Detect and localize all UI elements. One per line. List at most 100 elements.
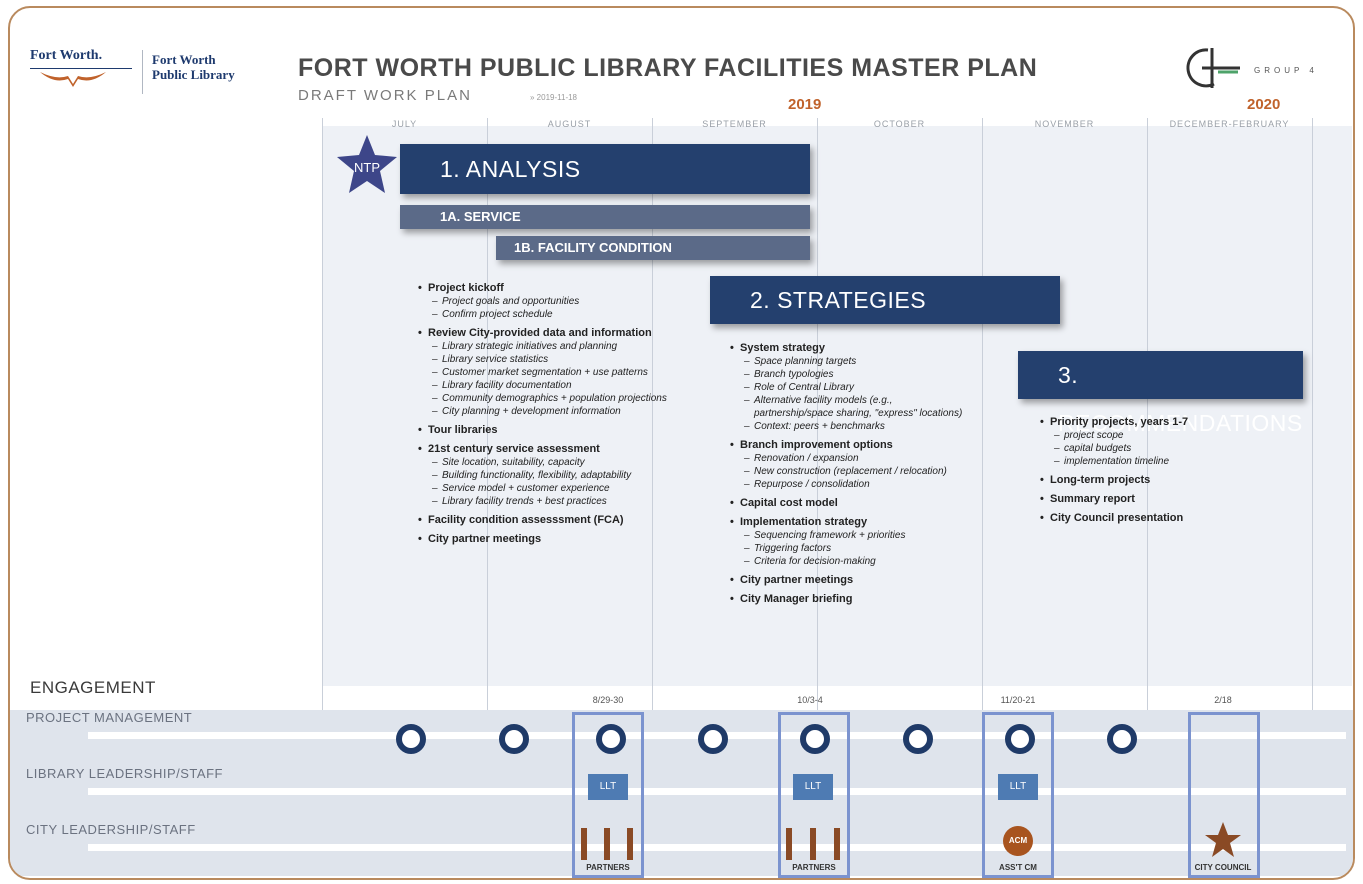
partner-bar	[834, 828, 840, 860]
pm-meeting-circle	[396, 724, 426, 754]
task-item: City partner meetings	[730, 573, 970, 587]
partner-bar	[810, 828, 816, 860]
phase-analysis-label: 1. ANALYSIS	[440, 156, 581, 182]
partner-bar	[604, 828, 610, 860]
page-title: FORT WORTH PUBLIC LIBRARY FACILITIES MAS…	[298, 54, 1038, 82]
task-item: City partner meetings	[418, 532, 673, 546]
subtask-item: Context: peers + benchmarks	[730, 420, 970, 433]
month-label: DECEMBER-FEBRUARY	[1169, 119, 1290, 129]
subtask-item: Alternative facility models (e.g., partn…	[730, 394, 970, 420]
left-pane	[10, 126, 322, 686]
fort-worth-logo: Fort Worth.	[30, 48, 132, 69]
month-label: AUGUST	[547, 119, 592, 129]
subtask-item: Project goals and opportunities	[418, 295, 673, 308]
subtask-item: Library facility documentation	[418, 379, 673, 392]
subtask-item: capital budgets	[1040, 442, 1280, 455]
lane-label-city-leadership: CITY LEADERSHIP/STAFF	[26, 822, 196, 837]
subtask-item: City planning + development information	[418, 405, 673, 418]
task-item: Implementation strategy	[730, 515, 970, 529]
phase-service-bar: 1A. SERVICE	[400, 205, 810, 229]
task-item: City Council presentation	[1040, 511, 1280, 525]
phase-strategies-label: 2. STRATEGIES	[750, 287, 927, 313]
task-item: System strategy	[730, 341, 970, 355]
partner-bar	[786, 828, 792, 860]
subtask-item: implementation timeline	[1040, 455, 1280, 468]
logo-divider	[142, 50, 143, 94]
month-label: OCTOBER	[873, 119, 926, 129]
llt-badge: LLT	[793, 774, 833, 800]
pm-meeting-circle	[596, 724, 626, 754]
partners-label: PARTNERS	[792, 863, 836, 872]
pm-meeting-circle	[1107, 724, 1137, 754]
month-label: SEPTEMBER	[702, 119, 767, 129]
group4-logo-icon	[1186, 48, 1240, 88]
pm-meeting-circle	[499, 724, 529, 754]
workshop-date: 10/3-4	[797, 695, 823, 705]
library-logo-line2: Public Library	[152, 67, 235, 82]
workshop-date: 11/20-21	[1000, 695, 1036, 705]
subtask-item: Building functionality, flexibility, ada…	[418, 469, 673, 482]
workshop-highlight	[778, 712, 850, 878]
star-icon	[1205, 822, 1241, 857]
subtask-item: Library service statistics	[418, 353, 673, 366]
gridline	[982, 118, 983, 714]
library-logo-line1: Fort Worth	[152, 52, 216, 67]
lane-label-project-management: PROJECT MANAGEMENT	[26, 710, 193, 725]
strategy-task-list: System strategySpace planning targetsBra…	[730, 336, 970, 606]
task-item: Tour libraries	[418, 423, 673, 437]
subtask-item: Community demographics + population proj…	[418, 392, 673, 405]
lane-label-library-leadership: LIBRARY LEADERSHIP/STAFF	[26, 766, 223, 781]
analysis-task-list: Project kickoffProject goals and opportu…	[418, 276, 673, 546]
group4-text: GROUP 4	[1254, 66, 1318, 75]
task-item: 21st century service assessment	[418, 442, 673, 456]
task-item: Priority projects, years 1-7	[1040, 415, 1280, 429]
subtask-item: Site location, suitability, capacity	[418, 456, 673, 469]
ntp-label: NTP	[354, 160, 380, 175]
year-2020: 2020	[1247, 96, 1281, 113]
workshop-highlight	[572, 712, 644, 878]
workshop-highlight	[1188, 712, 1260, 878]
gridline	[322, 118, 323, 714]
gridline	[1312, 118, 1313, 714]
pm-meeting-circle	[1005, 724, 1035, 754]
ntp-star-icon: NTP	[337, 135, 397, 193]
task-item: Project kickoff	[418, 281, 673, 295]
library-logo: Fort Worth Public Library	[152, 52, 235, 82]
phase-analysis-bar: 1. ANALYSIS	[400, 144, 810, 194]
plan-frame: Fort Worth. Fort Worth Public Library FO…	[8, 6, 1355, 880]
task-item: Summary report	[1040, 492, 1280, 506]
llt-badge: LLT	[998, 774, 1038, 800]
subtask-item: Customer market segmentation + use patte…	[418, 366, 673, 379]
partner-bar	[581, 828, 587, 860]
subtask-item: New construction (replacement / relocati…	[730, 465, 970, 478]
subtask-item: Criteria for decision-making	[730, 555, 970, 568]
subtask-item: Sequencing framework + priorities	[730, 529, 970, 542]
page-subtitle: DRAFT WORK PLAN	[298, 87, 472, 104]
month-label: NOVEMBER	[1034, 119, 1095, 129]
partner-bar	[627, 828, 633, 860]
task-item: Capital cost model	[730, 496, 970, 510]
task-item: City Manager briefing	[730, 592, 970, 606]
subtask-item: project scope	[1040, 429, 1280, 442]
subtask-item: Service model + customer experience	[418, 482, 673, 495]
subtask-item: Triggering factors	[730, 542, 970, 555]
phase-strategies-bar: 2. STRATEGIES	[710, 276, 1060, 324]
city-council-label: CITY COUNCIL	[1194, 863, 1252, 872]
lane-line	[88, 788, 1346, 795]
workshop-date: 2/18	[1214, 695, 1232, 705]
phase-recommendations-bar: 3. RECOMMENDATIONS	[1018, 351, 1303, 436]
lane-line	[88, 844, 1346, 851]
pm-meeting-circle	[698, 724, 728, 754]
subtask-item: Renovation / expansion	[730, 452, 970, 465]
subtask-item: Repurpose / consolidation	[730, 478, 970, 491]
task-item: Long-term projects	[1040, 473, 1280, 487]
partners-label: PARTNERS	[586, 863, 630, 872]
draft-date: » 2019-11-18	[530, 93, 577, 102]
subtask-item: Confirm project schedule	[418, 308, 673, 321]
fort-worth-wordmark: Fort Worth.	[30, 48, 103, 63]
engagement-title: ENGAGEMENT	[30, 678, 156, 697]
subtask-item: Space planning targets	[730, 355, 970, 368]
phase-service-label: 1A. SERVICE	[440, 209, 521, 224]
workshop-date: 8/29-30	[592, 695, 624, 705]
task-item: Facility condition assesssment (FCA)	[418, 513, 673, 527]
